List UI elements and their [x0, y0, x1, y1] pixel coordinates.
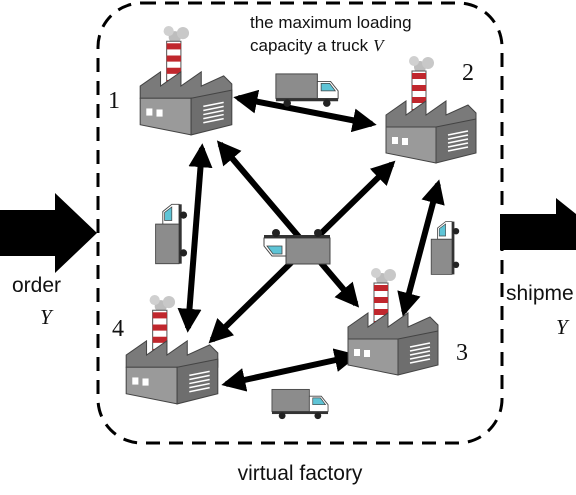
virtual-factory-label: virtual factory: [238, 462, 363, 485]
shipment-symbol: Y: [556, 315, 570, 339]
capacity-symbol: V: [373, 36, 386, 55]
order-label: order: [12, 274, 61, 297]
edge-1-4: [177, 143, 213, 333]
factory-2-label: 2: [462, 60, 474, 86]
edge-1-3: [216, 140, 360, 308]
capacity-label-line1: the maximum loading: [250, 13, 412, 32]
capacity-label-text: capacity a truck: [250, 36, 369, 55]
factory-3: [347, 267, 439, 376]
truck-bottom: [271, 388, 329, 420]
factory-3-label: 3: [456, 340, 468, 366]
factory-4: [125, 294, 219, 405]
truck-left: [155, 203, 188, 265]
shipment-label: shipme: [506, 282, 574, 305]
factory-4-label: 4: [112, 316, 124, 342]
edge-4-3: [221, 348, 359, 392]
factory-1: [139, 25, 233, 136]
truck-top: [275, 73, 339, 108]
order-symbol: Y: [40, 305, 54, 329]
order-input-arrow: [0, 193, 97, 273]
factory-1-label: 1: [108, 88, 120, 114]
edge-1-2: [233, 89, 377, 133]
truck-right: [430, 221, 460, 275]
edge-2-3: [397, 179, 445, 317]
shipment-output-arrow: [500, 198, 576, 250]
